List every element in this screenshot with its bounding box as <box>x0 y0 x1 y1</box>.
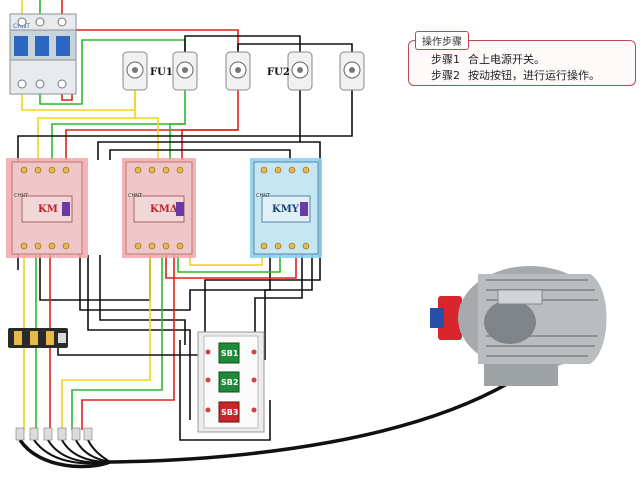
step-2-text: 按动按钮，进行运行操作。 <box>468 69 600 82</box>
motor[interactable] <box>430 266 607 386</box>
kmy-label: KMY <box>272 204 300 215</box>
km-label: KM <box>38 204 58 215</box>
fuse-3 <box>225 51 251 91</box>
fuse-4 <box>287 51 313 91</box>
circuit-breaker[interactable]: CHNT <box>9 13 77 95</box>
sb2-button[interactable]: SB2 <box>218 371 240 393</box>
contactor-kmy[interactable]: CHNT KMY <box>250 158 322 258</box>
sb1-button[interactable]: SB1 <box>218 342 240 364</box>
contactor-km-delta[interactable]: CHNT KMΔ <box>122 158 196 258</box>
fuse-group-fu2[interactable] <box>287 51 365 91</box>
fuse-5 <box>339 51 365 91</box>
step-2-number: 步骤2 <box>431 69 460 82</box>
kmy-brand: CHNT <box>256 193 271 199</box>
sb1-label: SB1 <box>221 349 239 358</box>
thermal-relay[interactable] <box>8 328 68 348</box>
steps-title: 操作步骤 <box>415 31 469 50</box>
step-1-number: 步骤1 <box>431 53 460 66</box>
fuse-1 <box>122 51 148 91</box>
fuse-group-fu1[interactable] <box>122 51 251 91</box>
fu1-label: FU1 <box>150 67 173 78</box>
sb3-label: SB3 <box>221 408 238 417</box>
fu2-label: FU2 <box>267 67 290 78</box>
kmd-brand: CHNT <box>128 193 143 199</box>
fuse-2 <box>172 51 198 91</box>
contactor-km[interactable]: CHNT KM <box>6 158 88 258</box>
operation-steps-panel: 操作步骤 步骤1 合上电源开关。 步骤2 按动按钮，进行运行操作。 <box>408 31 636 86</box>
kmd-label: KMΔ <box>150 204 178 215</box>
step-2: 步骤2 按动按钮，进行运行操作。 <box>431 67 600 83</box>
sb2-label: SB2 <box>221 378 238 387</box>
km-brand: CHNT <box>14 193 29 199</box>
contactor-terminals <box>20 166 310 250</box>
motor-terminal-block <box>15 427 93 441</box>
sb3-button[interactable]: SB3 <box>218 401 240 423</box>
breaker-brand: CHNT <box>13 23 30 30</box>
step-1: 步骤1 合上电源开关。 <box>431 51 545 67</box>
step-1-text: 合上电源开关。 <box>468 53 545 66</box>
